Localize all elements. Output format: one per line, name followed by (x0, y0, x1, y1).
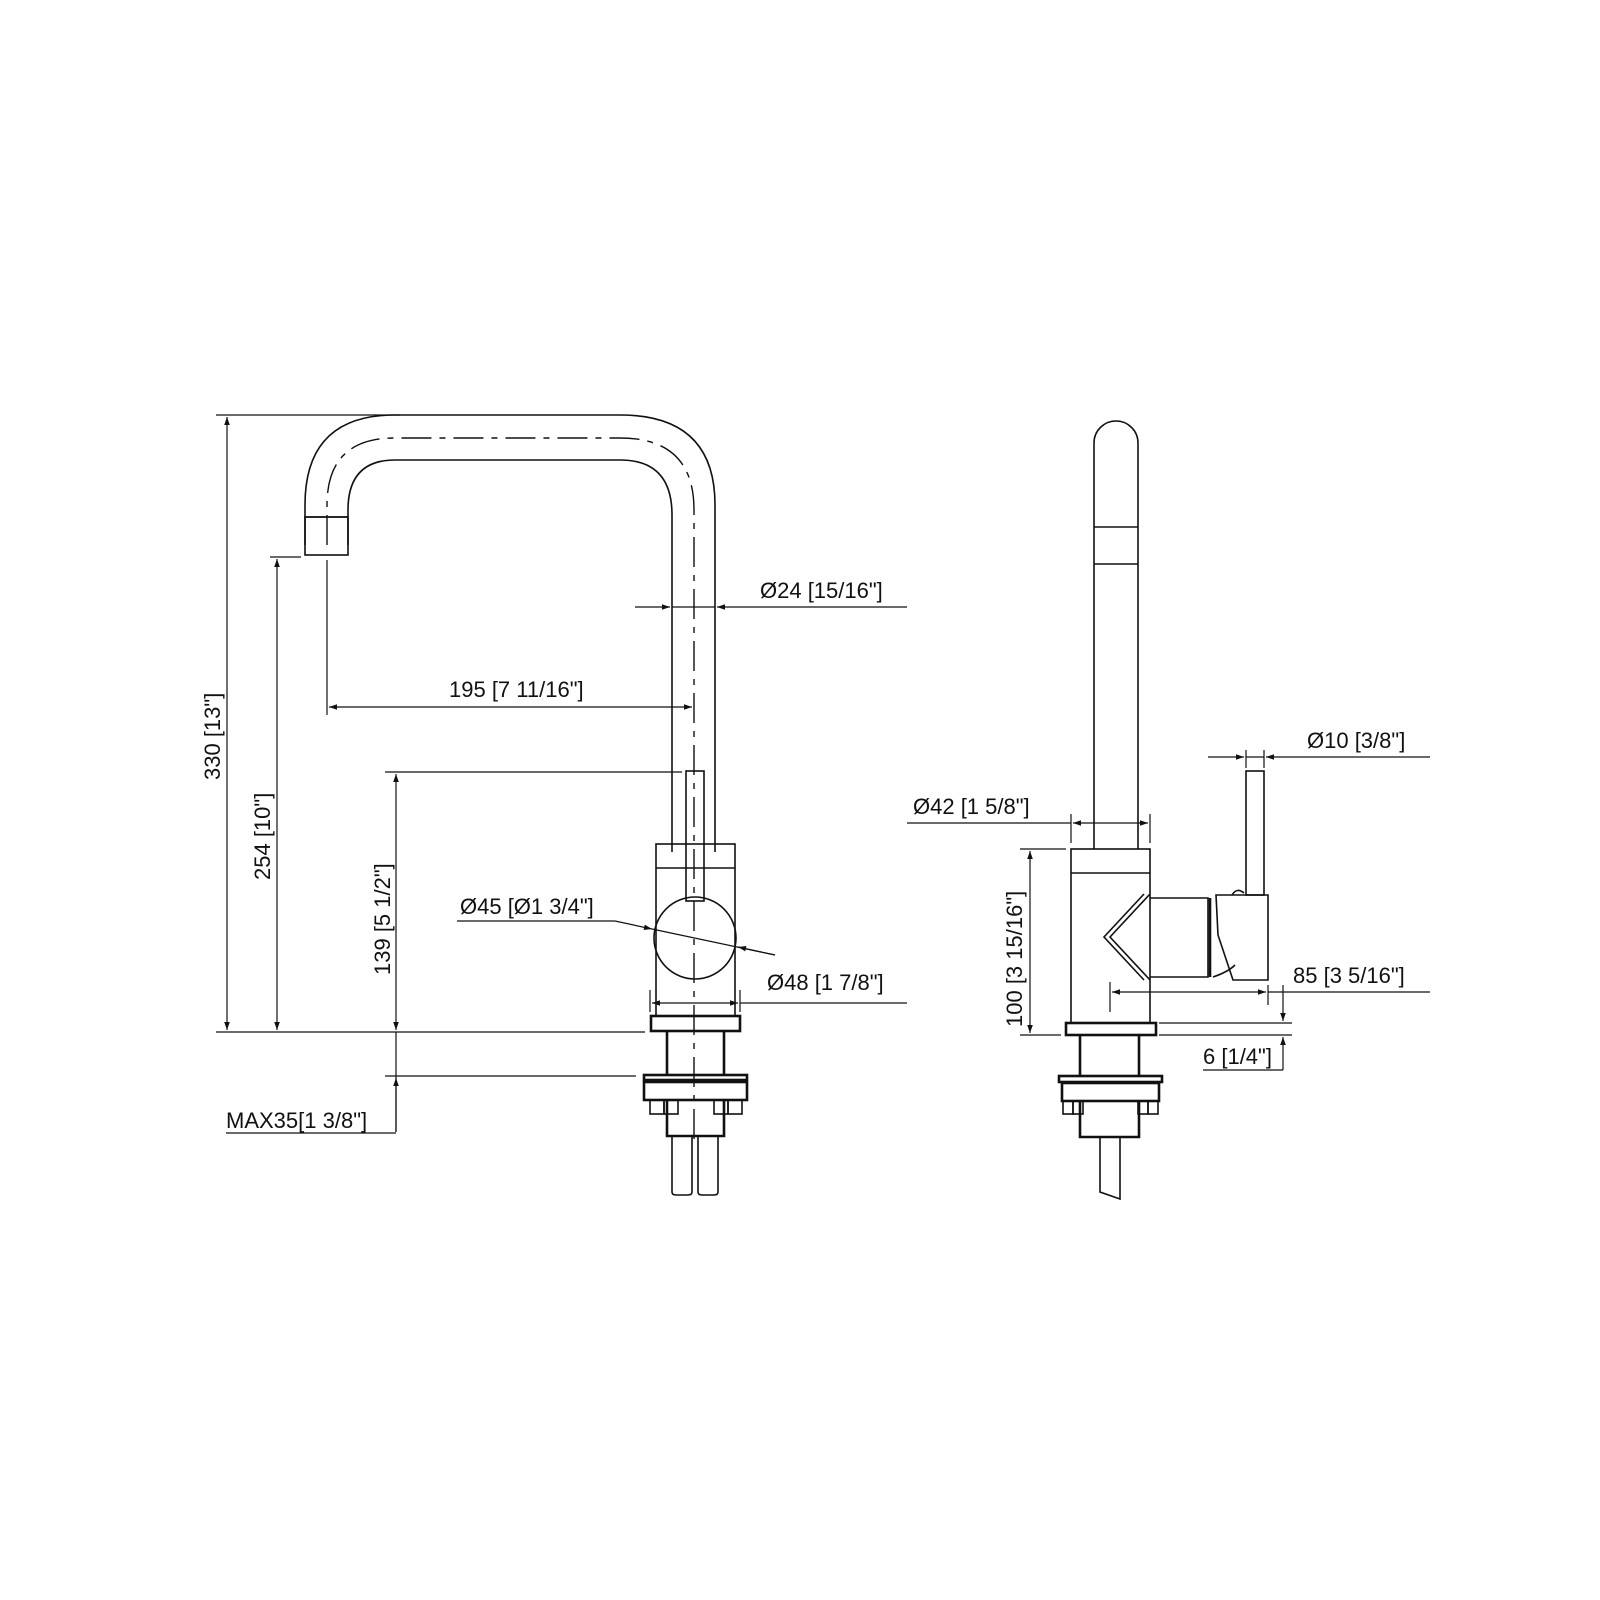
dim-spout-base-diameter: Ø42 [1 5/8"] (913, 794, 1030, 819)
dim-base-thickness: 6 [1/4"] (1203, 1044, 1272, 1069)
side-view: Ø10 [3/8"] Ø42 [1 5/8"] 100 [3 15/16"] 8… (907, 420, 1430, 1201)
spout-outer-outline (304, 414, 716, 852)
spout-inner-outline (347, 459, 673, 852)
front-lever (685, 770, 705, 902)
spout-centerline (326, 437, 695, 1140)
dim-overall-height: 330 [13"] (200, 693, 225, 780)
dim-spout-height: 254 [10"] (250, 793, 275, 880)
dim-handle-height: 139 [5 1/2"] (370, 863, 395, 975)
dim-spout-reach: 195 [7 11/16"] (449, 677, 584, 702)
front-base-ring (649, 1014, 742, 1033)
side-handle-cartridge (1108, 893, 1151, 981)
dim-spout-diameter: Ø24 [15/16"] (760, 578, 883, 603)
front-supply-hose-1 (671, 1136, 693, 1196)
side-lever-block (1215, 894, 1269, 981)
side-supply-hose (1099, 1137, 1121, 1201)
dim-body-diameter: Ø48 [1 7/8"] (767, 970, 884, 995)
dim-lever-diameter: Ø10 [3/8"] (1307, 728, 1405, 753)
side-lever-rod (1245, 770, 1265, 896)
dim-max-deck-thickness: MAX35[1 3/8"] (226, 1108, 367, 1133)
front-supply-hose-2 (697, 1136, 719, 1196)
dim-handle-projection: 85 [3 5/16"] (1293, 963, 1405, 988)
side-spout-riser (1093, 420, 1139, 849)
dim-body-height: 100 [3 15/16"] (1002, 891, 1027, 1027)
front-mounting-plate (642, 1073, 749, 1082)
handle-hub (653, 896, 737, 980)
dim-handle-diameter: Ø45 [Ø1 3/4"] (460, 894, 594, 919)
front-view: 330 [13"] 254 [10"] 139 [5 1/2"] MAX35[1… (200, 414, 907, 1196)
side-base-ring (1064, 1021, 1158, 1037)
front-body (655, 843, 736, 1017)
side-mounting-plate (1057, 1074, 1164, 1084)
